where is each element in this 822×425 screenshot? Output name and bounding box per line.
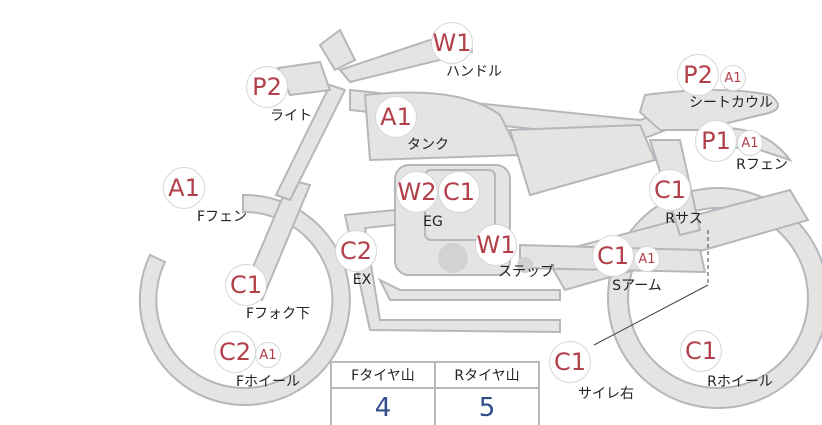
code-badge[interactable]: C1	[549, 341, 591, 383]
code-badge-small[interactable]: A1	[634, 246, 660, 272]
code-badge[interactable]: C1	[649, 169, 691, 211]
code-badge[interactable]: A1	[163, 167, 205, 209]
part-label-swing-arm: Sアーム	[612, 278, 662, 294]
tire-tread-table: Fタイヤ山 Rタイヤ山 4 5	[330, 361, 540, 425]
part-label-exhaust: EX	[352, 272, 372, 288]
front-wheel	[138, 193, 351, 406]
code-badge[interactable]: C1	[438, 171, 480, 213]
part-label-seat-cowl: シートカウル	[689, 95, 773, 111]
code-badge[interactable]: P1	[695, 120, 737, 162]
code-badge[interactable]: C1	[225, 264, 267, 306]
part-label-rear-wheel: Rホイール	[707, 374, 773, 390]
part-label-front-wheel: Fホイール	[235, 374, 301, 390]
code-badge-small[interactable]: A1	[255, 342, 281, 368]
rear-tire-header: Rタイヤ山	[434, 361, 540, 389]
part-label-front-fork-lower: Fフォク下	[245, 306, 311, 322]
code-badge[interactable]: C2	[214, 331, 256, 373]
code-badge[interactable]: C1	[680, 330, 722, 372]
part-label-front-fender: Fフェン	[196, 209, 248, 225]
part-label-light: ライト	[270, 108, 312, 124]
part-label-engine: EG	[423, 214, 443, 230]
part-label-step: ステップ	[498, 264, 554, 280]
code-badge[interactable]: P2	[677, 54, 719, 96]
code-badge-small[interactable]: A1	[720, 65, 746, 91]
part-label-handle: ハンドル	[446, 64, 502, 80]
part-label-tank: タンク	[407, 137, 449, 153]
code-badge[interactable]: C1	[592, 235, 634, 277]
front-tire-value: 4	[330, 387, 436, 425]
part-label-muffler-right: サイレ右	[578, 386, 634, 402]
exhaust	[343, 208, 561, 334]
part-label-rear-fender: Rフェン	[736, 157, 788, 173]
code-badge-small[interactable]: A1	[737, 130, 763, 156]
rear-tire-value: 5	[434, 387, 540, 425]
front-tire-header: Fタイヤ山	[330, 361, 436, 389]
code-badge[interactable]: C2	[335, 230, 377, 272]
code-badge[interactable]: A1	[375, 96, 417, 138]
code-badge[interactable]: W1	[431, 22, 473, 64]
code-badge[interactable]: W1	[475, 224, 517, 266]
part-label-rear-suspension: Rサス	[665, 211, 703, 227]
code-badge[interactable]: W2	[396, 171, 438, 213]
code-badge[interactable]: P2	[246, 66, 288, 108]
